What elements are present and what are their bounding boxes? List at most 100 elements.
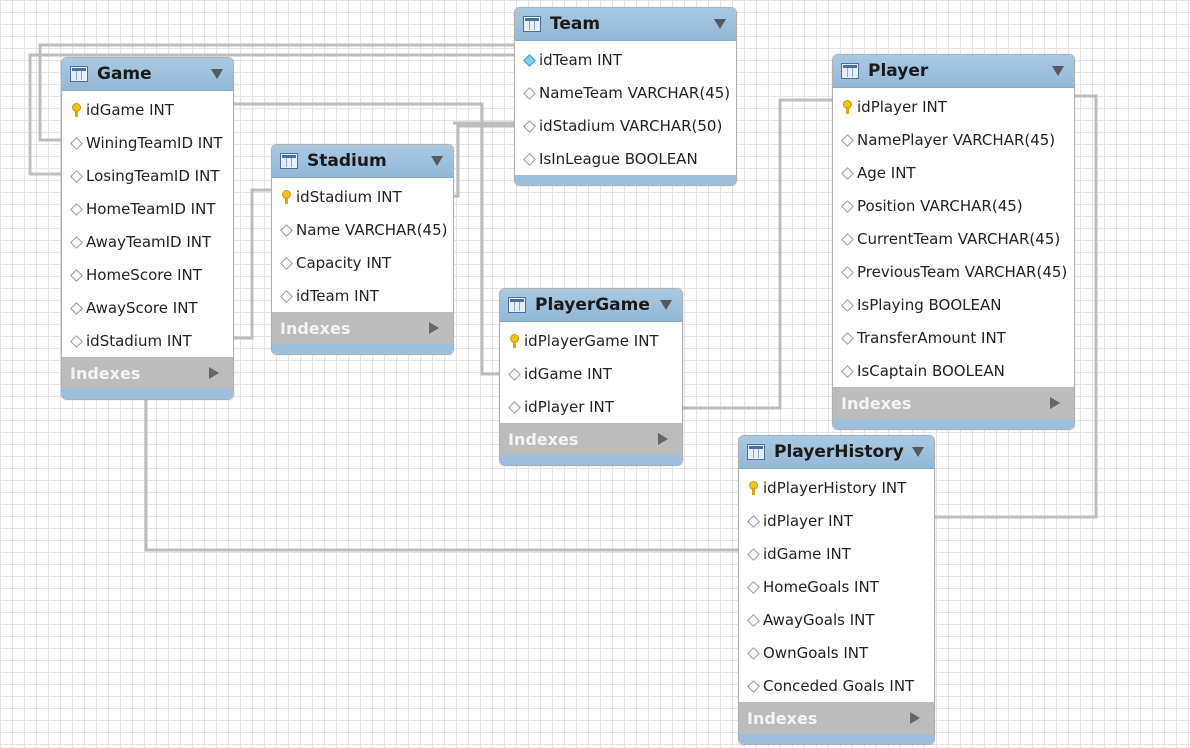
expand-arrow-icon[interactable] xyxy=(1050,397,1060,409)
column-row[interactable]: idGame INT xyxy=(62,93,233,126)
column-row[interactable]: HomeTeamID INT xyxy=(62,192,233,225)
connector-game-playerhistory[interactable] xyxy=(144,395,740,552)
column-row[interactable]: Age INT xyxy=(833,156,1074,189)
connector-game-winning-team[interactable] xyxy=(38,43,515,142)
diamond-icon xyxy=(840,298,854,312)
column-label: Position VARCHAR(45) xyxy=(857,196,1023,215)
table-header[interactable]: PlayerHistory xyxy=(739,436,934,469)
table-header[interactable]: PlayerGame xyxy=(500,289,682,322)
collapse-arrow-icon[interactable] xyxy=(660,300,672,310)
connector-game-stadium[interactable] xyxy=(232,188,272,340)
column-row[interactable]: idStadium INT xyxy=(272,180,453,213)
diamond-icon xyxy=(840,364,854,378)
diamond-icon xyxy=(840,331,854,345)
indexes-section[interactable]: Indexes xyxy=(62,357,233,389)
collapse-arrow-icon[interactable] xyxy=(1052,66,1064,76)
column-row[interactable]: Capacity INT xyxy=(272,246,453,279)
table-icon xyxy=(747,444,765,460)
diamond-icon xyxy=(840,265,854,279)
diamond-icon xyxy=(69,235,83,249)
indexes-label: Indexes xyxy=(280,318,351,338)
column-row[interactable]: TransferAmount INT xyxy=(833,321,1074,354)
column-row[interactable]: idPlayerHistory INT xyxy=(739,471,934,504)
connector-player-playerhistory[interactable] xyxy=(935,94,1098,519)
expand-arrow-icon[interactable] xyxy=(429,322,439,334)
column-label: Name VARCHAR(45) xyxy=(296,220,448,239)
table-stadium[interactable]: Stadium idStadium INT Name VARCHAR(45) Cap… xyxy=(271,144,454,355)
column-row[interactable]: idGame INT xyxy=(739,537,934,570)
table-header[interactable]: Stadium xyxy=(272,145,453,178)
diamond-filled-icon xyxy=(522,53,536,67)
column-row[interactable]: CurrentTeam VARCHAR(45) xyxy=(833,222,1074,255)
expand-arrow-icon[interactable] xyxy=(910,712,920,724)
column-row[interactable]: Position VARCHAR(45) xyxy=(833,189,1074,222)
collapse-arrow-icon[interactable] xyxy=(431,156,443,166)
table-icon xyxy=(523,16,541,32)
indexes-section[interactable]: Indexes xyxy=(272,312,453,344)
column-row[interactable]: Name VARCHAR(45) xyxy=(272,213,453,246)
column-row[interactable]: PreviousTeam VARCHAR(45) xyxy=(833,255,1074,288)
expand-arrow-icon[interactable] xyxy=(209,367,219,379)
column-row[interactable]: idGame INT xyxy=(500,357,682,390)
table-title: PlayerGame xyxy=(535,295,650,315)
key-icon xyxy=(507,333,521,348)
indexes-section[interactable]: Indexes xyxy=(500,423,682,455)
column-row[interactable]: idPlayer INT xyxy=(500,390,682,423)
connector-team-stadium[interactable] xyxy=(453,124,515,198)
column-row[interactable]: idPlayerGame INT xyxy=(500,324,682,357)
indexes-label: Indexes xyxy=(747,708,818,728)
diamond-icon xyxy=(746,514,760,528)
table-footer xyxy=(739,734,934,744)
table-header[interactable]: Game xyxy=(62,58,233,91)
diamond-icon xyxy=(507,400,521,414)
table-header[interactable]: Player xyxy=(833,55,1074,88)
column-label: idPlayerGame INT xyxy=(524,331,659,350)
table-icon xyxy=(280,153,298,169)
column-row[interactable]: AwayTeamID INT xyxy=(62,225,233,258)
diamond-icon xyxy=(746,679,760,693)
diamond-icon xyxy=(840,232,854,246)
column-row[interactable]: idStadium VARCHAR(50) xyxy=(515,109,736,142)
column-row[interactable]: IsPlaying BOOLEAN xyxy=(833,288,1074,321)
table-icon xyxy=(70,66,88,82)
connector-playergame-player[interactable] xyxy=(680,98,833,410)
column-label: CurrentTeam VARCHAR(45) xyxy=(857,229,1061,248)
column-row[interactable]: Conceded Goals INT xyxy=(739,669,934,702)
column-row[interactable]: LosingTeamID INT xyxy=(62,159,233,192)
column-row[interactable]: idPlayer INT xyxy=(739,504,934,537)
column-row[interactable]: NameTeam VARCHAR(45) xyxy=(515,76,736,109)
column-row[interactable]: NamePlayer VARCHAR(45) xyxy=(833,123,1074,156)
column-row[interactable]: IsCaptain BOOLEAN xyxy=(833,354,1074,387)
connector-game-playergame[interactable] xyxy=(232,102,500,376)
column-row[interactable]: WiningTeamID INT xyxy=(62,126,233,159)
diamond-icon xyxy=(522,152,536,166)
indexes-section[interactable]: Indexes xyxy=(833,387,1074,419)
collapse-arrow-icon[interactable] xyxy=(211,69,223,79)
column-row[interactable]: idStadium INT xyxy=(62,324,233,357)
column-row[interactable]: idTeam INT xyxy=(515,43,736,76)
collapse-arrow-icon[interactable] xyxy=(912,447,924,457)
table-header[interactable]: Team xyxy=(515,8,736,41)
column-row[interactable]: idTeam INT xyxy=(272,279,453,312)
column-row[interactable]: AwayScore INT xyxy=(62,291,233,324)
column-label: idStadium VARCHAR(50) xyxy=(539,116,723,135)
column-row[interactable]: OwnGoals INT xyxy=(739,636,934,669)
column-row[interactable]: idPlayer INT xyxy=(833,90,1074,123)
column-row[interactable]: HomeGoals INT xyxy=(739,570,934,603)
expand-arrow-icon[interactable] xyxy=(658,433,668,445)
indexes-section[interactable]: Indexes xyxy=(739,702,934,734)
collapse-arrow-icon[interactable] xyxy=(714,19,726,29)
diamond-icon xyxy=(522,86,536,100)
connector-game-losing-team[interactable] xyxy=(28,53,515,176)
column-row[interactable]: AwayGoals INT xyxy=(739,603,934,636)
column-row[interactable]: HomeScore INT xyxy=(62,258,233,291)
column-row[interactable]: IsInLeague BOOLEAN xyxy=(515,142,736,175)
